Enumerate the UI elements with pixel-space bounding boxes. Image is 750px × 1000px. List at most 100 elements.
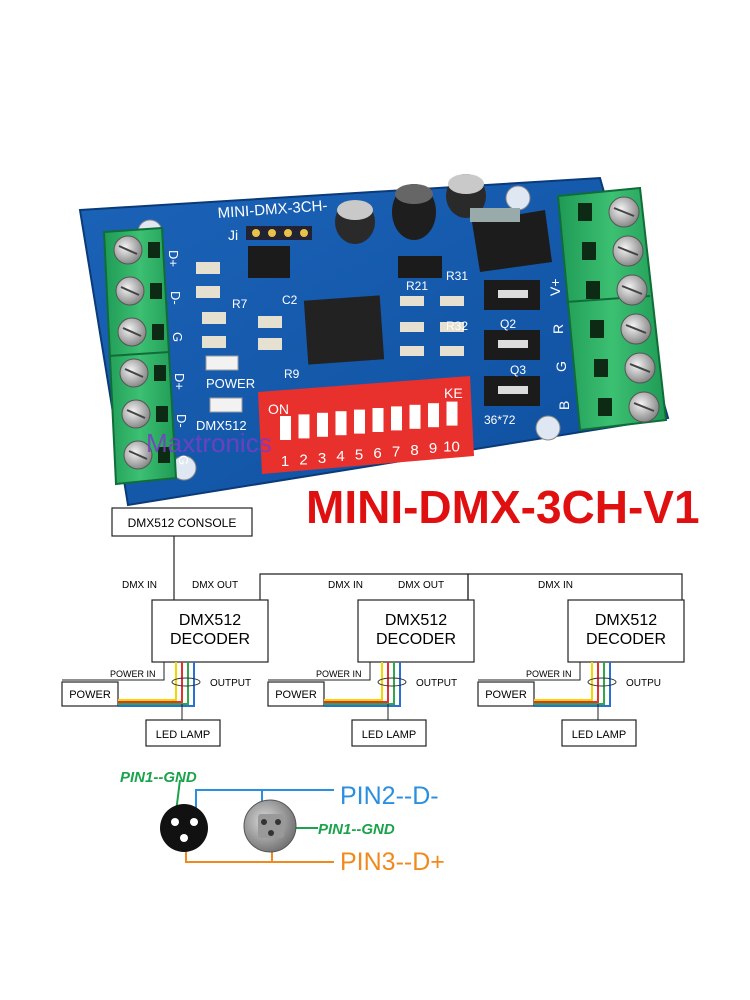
right-terminal-label: R	[550, 324, 566, 334]
dip-toggle[interactable]	[335, 411, 347, 436]
dip-toggle[interactable]	[280, 416, 291, 440]
capacitor	[335, 200, 375, 244]
dip-toggle[interactable]	[409, 404, 421, 429]
output-wire	[118, 662, 177, 701]
output-wire	[118, 662, 195, 707]
dip-switch[interactable]	[258, 376, 474, 474]
dmx-out-label: DMX OUT	[398, 580, 444, 591]
output-wire	[534, 662, 611, 707]
led-lamp-box	[561, 719, 637, 747]
decoder-box	[357, 599, 475, 663]
right-terminal-label: V+	[547, 278, 563, 296]
watermark: Maxtronics	[146, 428, 272, 458]
label-r31: R31	[446, 269, 468, 283]
label-q2: Q2	[500, 317, 516, 331]
dip-number: 5	[355, 447, 363, 464]
decoder-line1: DMX512	[179, 612, 241, 629]
output-wire	[534, 662, 593, 701]
label-r9: R9	[284, 367, 300, 381]
output-wire	[324, 662, 383, 701]
ic-chip	[248, 246, 290, 278]
dip-toggle[interactable]	[446, 401, 458, 426]
power-in-label: POWER IN	[316, 669, 362, 679]
right-terminal-label: B	[556, 401, 572, 410]
capacitor	[446, 174, 486, 218]
dip-toggle[interactable]	[391, 406, 402, 431]
led-lamp-label: LED LAMP	[156, 729, 210, 741]
led-lamp-box	[351, 719, 427, 747]
output-wire	[534, 662, 605, 705]
left-terminal-label: G	[170, 332, 185, 342]
output-label: OUTPUT	[210, 678, 251, 689]
pin1-top-label: PIN1--GND	[120, 769, 197, 786]
capacitor	[392, 184, 436, 240]
decoder-line2: DECODER	[586, 631, 666, 648]
left-terminal-label: D+	[166, 250, 181, 267]
left-terminal-label: D-	[174, 414, 189, 428]
power-box	[61, 681, 119, 707]
diode	[398, 256, 442, 278]
dmx-in-label: DMX IN	[538, 580, 573, 591]
dip-toggle[interactable]	[354, 409, 365, 434]
label-q3: Q3	[510, 363, 526, 377]
output-label: OUTPU	[626, 678, 661, 689]
decoder-box	[567, 599, 685, 663]
console-box	[111, 507, 253, 537]
output-wire	[324, 662, 389, 703]
power-in-label: POWER IN	[526, 669, 572, 679]
pin2-label: PIN2--D-	[340, 782, 439, 810]
dip-number: 10	[443, 439, 460, 456]
output-wire	[118, 662, 183, 703]
power-label: POWER	[69, 689, 111, 701]
dip-number: 8	[410, 442, 418, 459]
power-label: POWER	[485, 689, 527, 701]
label-r7: R7	[232, 297, 248, 311]
output-wire	[534, 662, 599, 703]
dip-toggle[interactable]	[428, 403, 439, 428]
left-terminal-label: D-	[168, 291, 183, 305]
pin-header	[246, 226, 312, 240]
output-wire	[324, 662, 395, 705]
dip-number: 2	[299, 451, 307, 468]
label-c2: C2	[282, 293, 298, 307]
dip-ke-label: KE	[444, 385, 463, 401]
power-box	[477, 681, 535, 707]
power-label: POWER	[275, 689, 317, 701]
led-lamp-label: LED LAMP	[362, 729, 416, 741]
dip-toggle[interactable]	[317, 412, 328, 437]
output-label: OUTPUT	[416, 678, 457, 689]
left-terminal-label: G	[176, 455, 191, 465]
dip-number: 1	[281, 453, 289, 470]
dmx-led	[209, 397, 243, 413]
xlr-pin-legend: PIN1--GND PIN1--GND PIN2--D- PIN3--D+	[120, 769, 445, 876]
decoder-box	[151, 599, 269, 663]
board-ji-label: Ji	[228, 227, 238, 243]
led-lamp-box	[145, 719, 221, 747]
dip-number: 4	[336, 448, 344, 465]
mounting-hole	[535, 415, 561, 441]
dip-number: 7	[392, 443, 400, 460]
dip-number: 3	[318, 450, 326, 467]
dip-toggle[interactable]	[372, 408, 384, 432]
dmx-in-label: DMX IN	[122, 580, 157, 591]
mounting-hole	[505, 185, 531, 211]
power-box	[267, 681, 325, 707]
decoder-line1: DMX512	[595, 612, 657, 629]
console-label: DMX512 CONSOLE	[128, 516, 237, 530]
dip-number: 9	[429, 440, 437, 457]
left-terminal-label: D+	[172, 373, 187, 390]
dmx-in-label: DMX IN	[328, 580, 363, 591]
xlr-male-connector	[160, 804, 208, 852]
microcontroller-chip	[303, 295, 385, 365]
pcb-board: MINI-DMX-3CH- Ji	[78, 174, 670, 507]
dip-toggle[interactable]	[298, 414, 310, 439]
decoder-line2: DECODER	[170, 631, 250, 648]
output-wire	[118, 662, 189, 705]
power-in-label: POWER IN	[110, 669, 156, 679]
voltage-regulator	[472, 210, 552, 272]
label-r21: R21	[406, 279, 428, 293]
